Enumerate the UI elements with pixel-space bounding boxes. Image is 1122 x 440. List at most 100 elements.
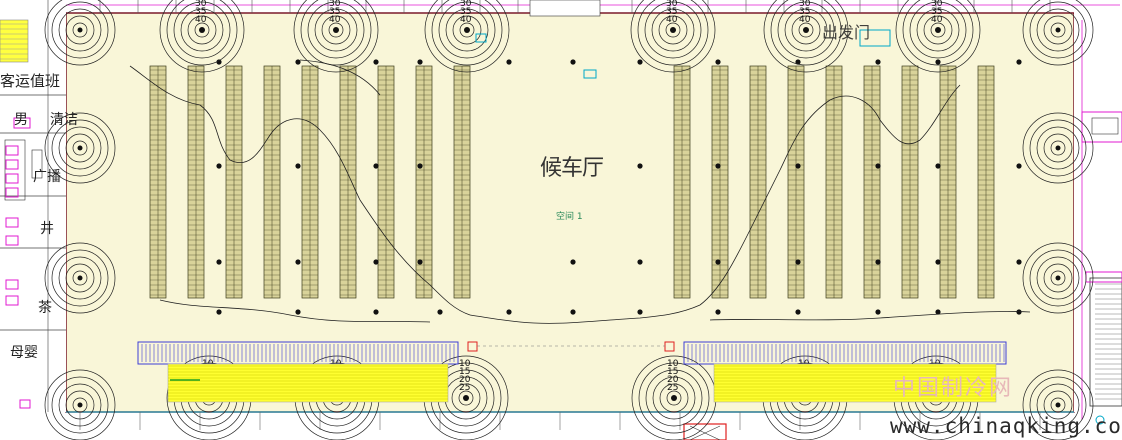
column xyxy=(570,59,576,65)
column xyxy=(715,309,721,315)
contour-ring xyxy=(180,8,224,52)
bottom-door xyxy=(689,425,721,440)
fixture xyxy=(5,187,19,198)
light-source xyxy=(77,275,83,281)
sink xyxy=(31,149,43,179)
contour-ring xyxy=(902,0,974,66)
contour-ring xyxy=(438,1,496,59)
contour-ring xyxy=(1050,140,1066,156)
contour-value: 30 xyxy=(195,0,207,9)
fixture xyxy=(5,279,19,290)
magenta-mark xyxy=(19,399,31,409)
contour-value: 30 xyxy=(329,0,341,9)
contour-ring xyxy=(1050,22,1066,38)
contour-ring xyxy=(51,376,109,434)
contour-value: 35 xyxy=(799,7,810,17)
room-label-clean: 清洁 xyxy=(50,112,78,128)
fixture xyxy=(5,235,19,246)
contour-line xyxy=(299,59,381,96)
room-label-departure: 出发门 xyxy=(822,23,871,42)
column xyxy=(216,309,222,315)
room-label-broadcast: 广播 xyxy=(33,169,61,185)
column xyxy=(795,259,801,265)
contour-ring xyxy=(431,0,503,66)
contour-value: 15 xyxy=(667,367,678,377)
contour-ring xyxy=(1022,0,1094,66)
column xyxy=(935,309,941,315)
light-source xyxy=(199,27,205,33)
contour-ring xyxy=(923,15,953,45)
contour-ring xyxy=(459,22,475,38)
column xyxy=(1016,59,1022,65)
light-source xyxy=(77,145,83,151)
contour-ring xyxy=(1036,256,1080,300)
left-stair-block xyxy=(0,19,29,63)
contour-value: 40 xyxy=(931,15,943,25)
contour-ring xyxy=(777,1,835,59)
contour-ring xyxy=(166,0,238,66)
contour-ring xyxy=(1050,270,1066,286)
column xyxy=(637,309,643,315)
contour-ring xyxy=(187,15,217,45)
light-source xyxy=(1055,275,1061,281)
column xyxy=(715,259,721,265)
contour-ring xyxy=(51,1,109,59)
column xyxy=(1016,163,1022,169)
cyan-mark xyxy=(583,69,597,79)
contour-value: 30 xyxy=(931,0,943,9)
contour-ring xyxy=(1022,369,1094,440)
column xyxy=(637,259,643,265)
contour-ring xyxy=(51,249,109,307)
contour-ring xyxy=(293,0,379,73)
column xyxy=(875,163,881,169)
hall-title: 候车厅 xyxy=(540,156,604,181)
contour-ring xyxy=(895,0,981,73)
contour-ring xyxy=(1036,383,1080,427)
contour-ring xyxy=(194,22,210,38)
contour-ring xyxy=(1043,15,1073,45)
fixture xyxy=(13,117,31,129)
contour-ring xyxy=(44,0,116,66)
contour-ring xyxy=(930,22,946,38)
contour-ring xyxy=(300,0,372,66)
column xyxy=(216,59,222,65)
contour-ring xyxy=(1050,397,1066,413)
contour-ring xyxy=(451,383,481,413)
contour-ring xyxy=(637,0,709,66)
cyan-door xyxy=(859,29,891,47)
fixture xyxy=(5,159,19,170)
light-source xyxy=(1055,402,1061,408)
contour-value: 35 xyxy=(666,7,677,17)
elevator-marker xyxy=(664,341,675,352)
contour-value: 40 xyxy=(460,15,472,25)
contour-value: 35 xyxy=(195,7,206,17)
contour-ring xyxy=(58,8,102,52)
contour-ring xyxy=(1029,249,1087,307)
light-source xyxy=(1055,27,1061,33)
light-source xyxy=(803,27,809,33)
contour-ring xyxy=(307,1,365,59)
column xyxy=(373,59,379,65)
cyan-mark xyxy=(475,33,487,43)
column xyxy=(715,163,721,169)
right-stair xyxy=(1089,277,1122,407)
contour-ring xyxy=(445,8,489,52)
contour-ring xyxy=(666,390,682,406)
light-source xyxy=(464,27,470,33)
contour-line xyxy=(469,304,701,324)
hall-subtitle: 空间 1 xyxy=(556,212,583,222)
contour-line xyxy=(699,84,961,306)
column xyxy=(506,309,512,315)
contour-value: 10 xyxy=(667,359,679,369)
contour-ring xyxy=(65,263,95,293)
contour-ring xyxy=(51,119,109,177)
contour-ring xyxy=(314,8,358,52)
contour-value: 35 xyxy=(460,7,471,17)
contour-ring xyxy=(72,397,88,413)
contour-value: 25 xyxy=(931,0,942,1)
room-label-mother: 母婴 xyxy=(10,345,38,361)
contour-ring xyxy=(72,270,88,286)
contour-ring xyxy=(452,15,482,45)
column xyxy=(417,163,423,169)
contour-line xyxy=(159,299,431,323)
